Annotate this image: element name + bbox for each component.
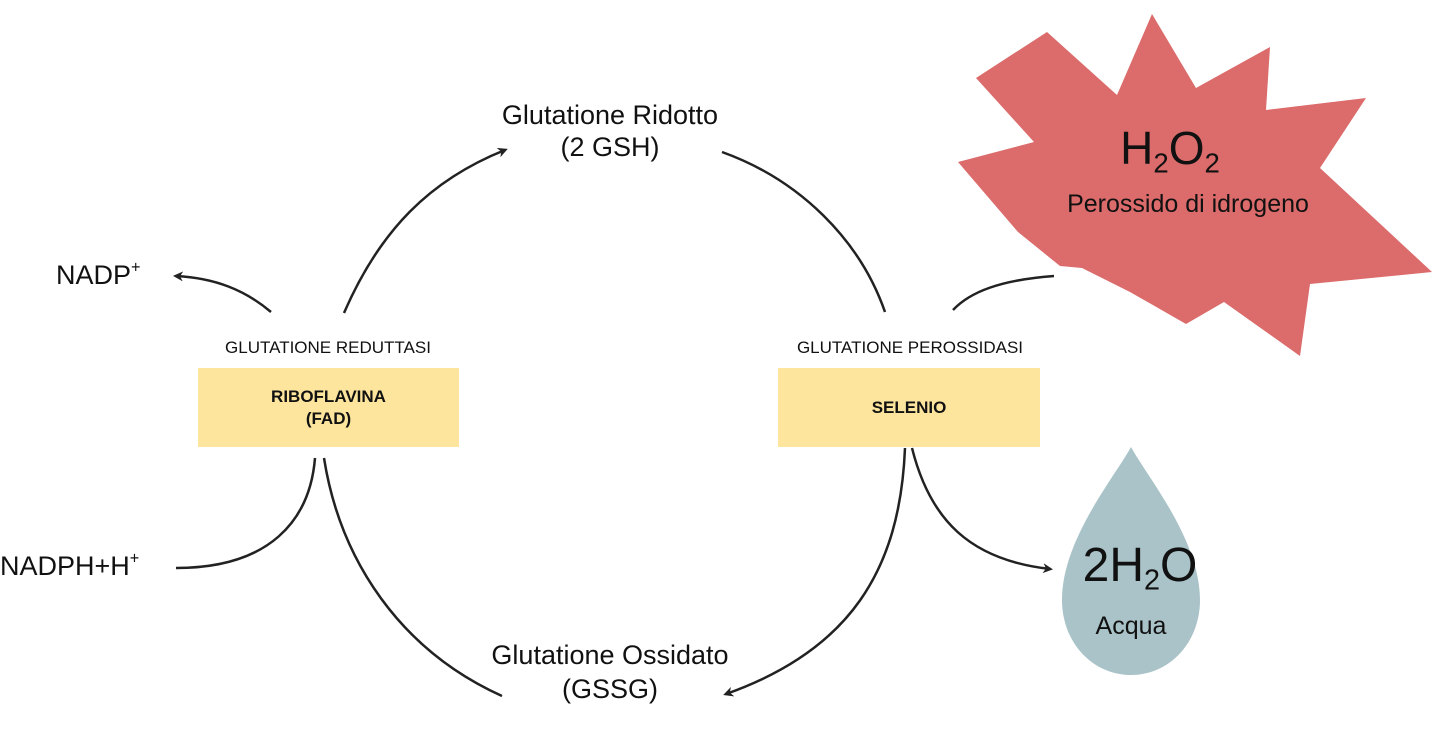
peroxidase-enzyme-label: GLUTATIONE PEROSSIDASI: [796, 338, 1024, 357]
nadp-charge: +: [131, 258, 141, 277]
arrow-to-oxidized-glutathione: [723, 447, 907, 697]
water-drop-shape: [1062, 447, 1200, 675]
reduced-glutathione-abbr: (2 GSH): [560, 132, 660, 162]
oxidized-glutathione-name: Glutatione Ossidato: [491, 640, 729, 670]
arc-peroxide-to-peroxidase: [952, 274, 1055, 311]
riboflavin-label: RIBOFLAVINA: [271, 386, 386, 406]
reductase-enzyme-label: GLUTATIONE REDUTTASI: [225, 338, 431, 357]
riboflavin-cofactor-box: RIBOFLAVINA (FAD): [198, 368, 459, 447]
water-name: Acqua: [1095, 612, 1167, 640]
peroxide-o-subscript: 2: [1204, 147, 1220, 179]
arrow-to-reduced-glutathione: [342, 147, 508, 314]
reduced-glutathione-label: Glutatione Ridotto (2 GSH): [480, 99, 740, 163]
nadph-charge: +: [129, 549, 140, 568]
nadp-label: NADP+: [56, 260, 140, 291]
arrow-to-water: [910, 447, 1053, 574]
nadph-label: NADPH+H+: [0, 551, 139, 582]
water-subscript: 2: [1144, 564, 1161, 597]
selenium-label: SELENIO: [871, 397, 947, 417]
peroxide-h: H: [1120, 122, 1154, 174]
arrow-to-nadp: [173, 271, 272, 313]
peroxide-o: O: [1168, 122, 1205, 174]
peroxide-formula: H2O2: [1070, 122, 1270, 177]
peroxide-burst-shape: [958, 14, 1432, 356]
peroxide-name: Perossido di idrogeno: [1067, 190, 1309, 218]
oxidized-glutathione-label: Glutatione Ossidato (GSSG): [460, 638, 760, 706]
selenium-cofactor-box: SELENIO: [778, 368, 1040, 447]
water-formula: 2H2O: [1060, 538, 1220, 597]
nadp-base: NADP: [56, 260, 132, 290]
fad-label: (FAD): [305, 408, 352, 428]
arc-nadph-to-reductase: [175, 457, 317, 570]
water-2h: 2H: [1082, 539, 1144, 592]
nadph-base: NADPH+H: [0, 551, 130, 581]
oxidized-glutathione-abbr: (GSSG): [561, 674, 658, 704]
arc-oxidized-to-reductase: [322, 457, 503, 698]
peroxide-h-subscript: 2: [1153, 147, 1169, 179]
arc-reduced-to-peroxidase: [721, 150, 887, 313]
reduced-glutathione-name: Glutatione Ridotto: [501, 100, 719, 130]
water-o: O: [1160, 539, 1198, 592]
